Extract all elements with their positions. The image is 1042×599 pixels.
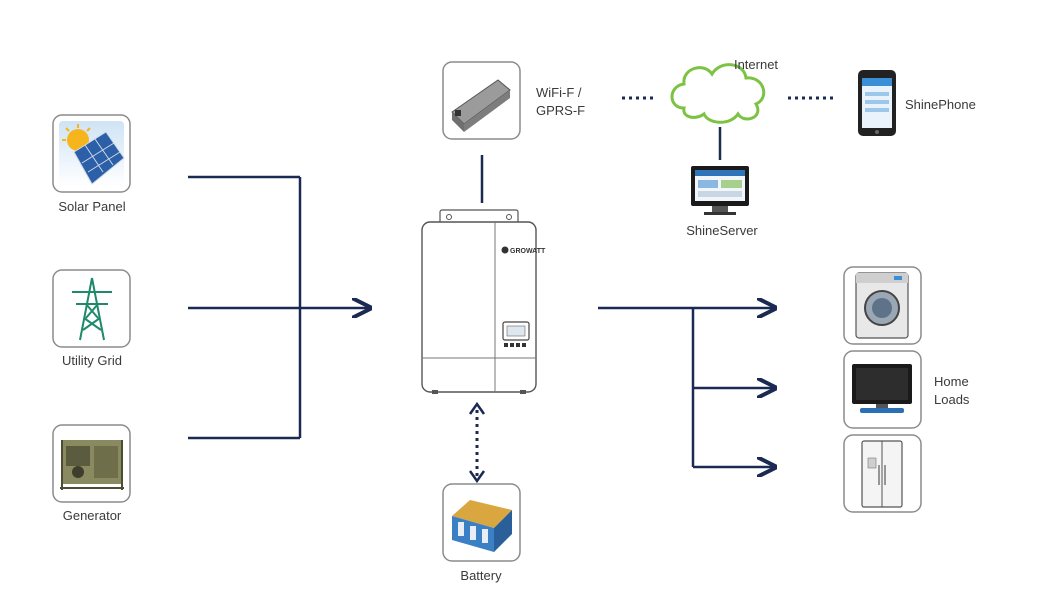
wifi-module-icon — [442, 61, 521, 140]
battery-icon — [442, 483, 521, 562]
inverter-unit: GROWATT — [421, 209, 546, 394]
wifi-module-label: WiFi-F / GPRS-F — [536, 85, 586, 118]
battery-arrow-up — [468, 401, 486, 415]
inverter-brand: GROWATT — [510, 248, 546, 255]
shinephone-label: ShinePhone — [905, 97, 976, 112]
solar-panel-icon — [52, 114, 131, 193]
washing-machine-icon — [843, 266, 922, 345]
shinephone-icon — [858, 70, 896, 136]
refrigerator-icon — [843, 434, 922, 513]
load-lines — [598, 308, 775, 467]
internet-cloud-icon — [670, 63, 766, 124]
source-lines — [188, 175, 370, 440]
home-loads-label: Home Loads — [934, 374, 970, 407]
generator-icon — [52, 424, 131, 503]
comm-lines — [475, 96, 834, 477]
utility-grid-label: Utility Grid — [62, 353, 122, 368]
television-icon — [843, 350, 922, 429]
shineserver-icon — [691, 166, 749, 215]
battery-label: Battery — [460, 568, 502, 583]
solar-panel-label: Solar Panel — [58, 199, 126, 214]
shineserver-label: ShineServer — [686, 223, 758, 238]
generator-label: Generator — [62, 508, 122, 523]
battery-arrow-down — [468, 470, 486, 484]
utility-grid-icon — [52, 269, 131, 348]
internet-label: Internet — [733, 57, 779, 72]
